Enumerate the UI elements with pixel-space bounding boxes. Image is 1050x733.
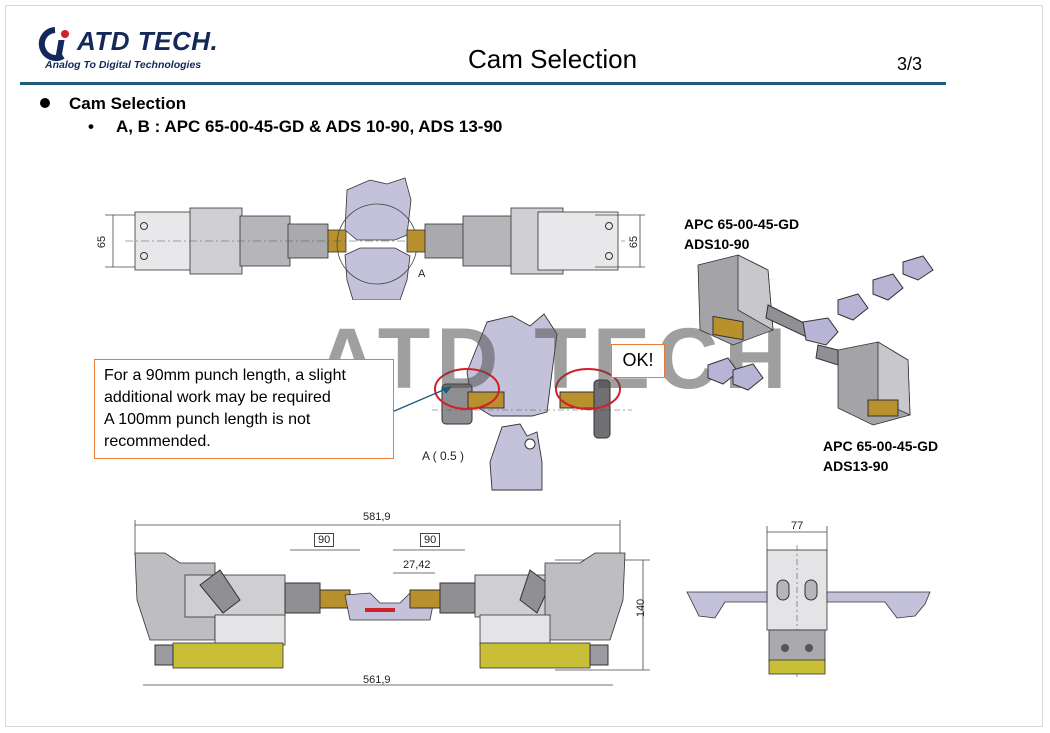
note-line-2: additional work may be required [104,389,331,406]
dim-90-right: 90 [420,533,441,547]
bullet-level1-text: Cam Selection [69,94,187,113]
note-callout: For a 90mm punch length, a slight additi… [94,359,394,459]
note-line-4: recommended. [104,433,211,450]
label-top-right-line2: ADS10-90 [684,236,750,252]
dim-overall-bottom: 561,9 [363,674,391,686]
label-top-right: APC 65-00-45-GD ADS10-90 [684,214,799,254]
logo-tagline: Analog To Digital Technologies [45,59,202,71]
dim-gap: 27,42 [403,559,431,571]
top-view-drawing [105,177,645,300]
logo-text: ATD TECH. [77,26,219,56]
detail-ref-a: A [418,268,426,280]
detail-scale: A ( 0.5 ) [422,449,465,463]
bullet-dot-icon [40,97,50,108]
bullet-level2: • A, B : APC 65-00-45-GD & ADS 10-90, ADS… [88,117,502,137]
dim-width: 77 [791,520,804,532]
bullet-level1: Cam Selection [40,94,186,114]
label-bottom-right: APC 65-00-45-GD ADS13-90 [823,436,938,476]
page-title: Cam Selection [468,44,638,74]
dim-overall-top: 581,9 [363,511,391,523]
callout-arrow [391,386,452,413]
dim-65-left: 65 [96,235,109,249]
ok-callout: OK! [611,344,665,378]
label-bottom-right-line2: ADS13-90 [823,458,889,474]
note-line-3: A 100mm punch length is not [104,411,311,428]
logo-mark-icon [38,27,69,61]
label-top-right-line1: APC 65-00-45-GD [684,216,800,232]
detail-a-drawing [432,313,632,491]
dim-90-left: 90 [314,533,335,547]
slide-border [5,5,1043,727]
bullet-level2-text: A, B : APC 65-00-45-GD & ADS 10-90, ADS … [115,117,503,136]
page-number: 3/3 [897,54,923,74]
company-logo: ATD TECH. Analog To Digital Technologies [35,26,225,74]
side-view-drawing [686,526,931,680]
front-view-drawing [134,520,650,686]
bullet-marker: • [88,117,94,136]
dim-height: 140 [635,598,648,618]
note-line-1: For a 90mm punch length, a slight [104,367,346,384]
label-bottom-right-line1: APC 65-00-45-GD [823,438,939,454]
dim-65-right: 65 [628,235,641,249]
isometric-assembly-drawing [697,254,934,426]
header-rule [20,82,946,85]
